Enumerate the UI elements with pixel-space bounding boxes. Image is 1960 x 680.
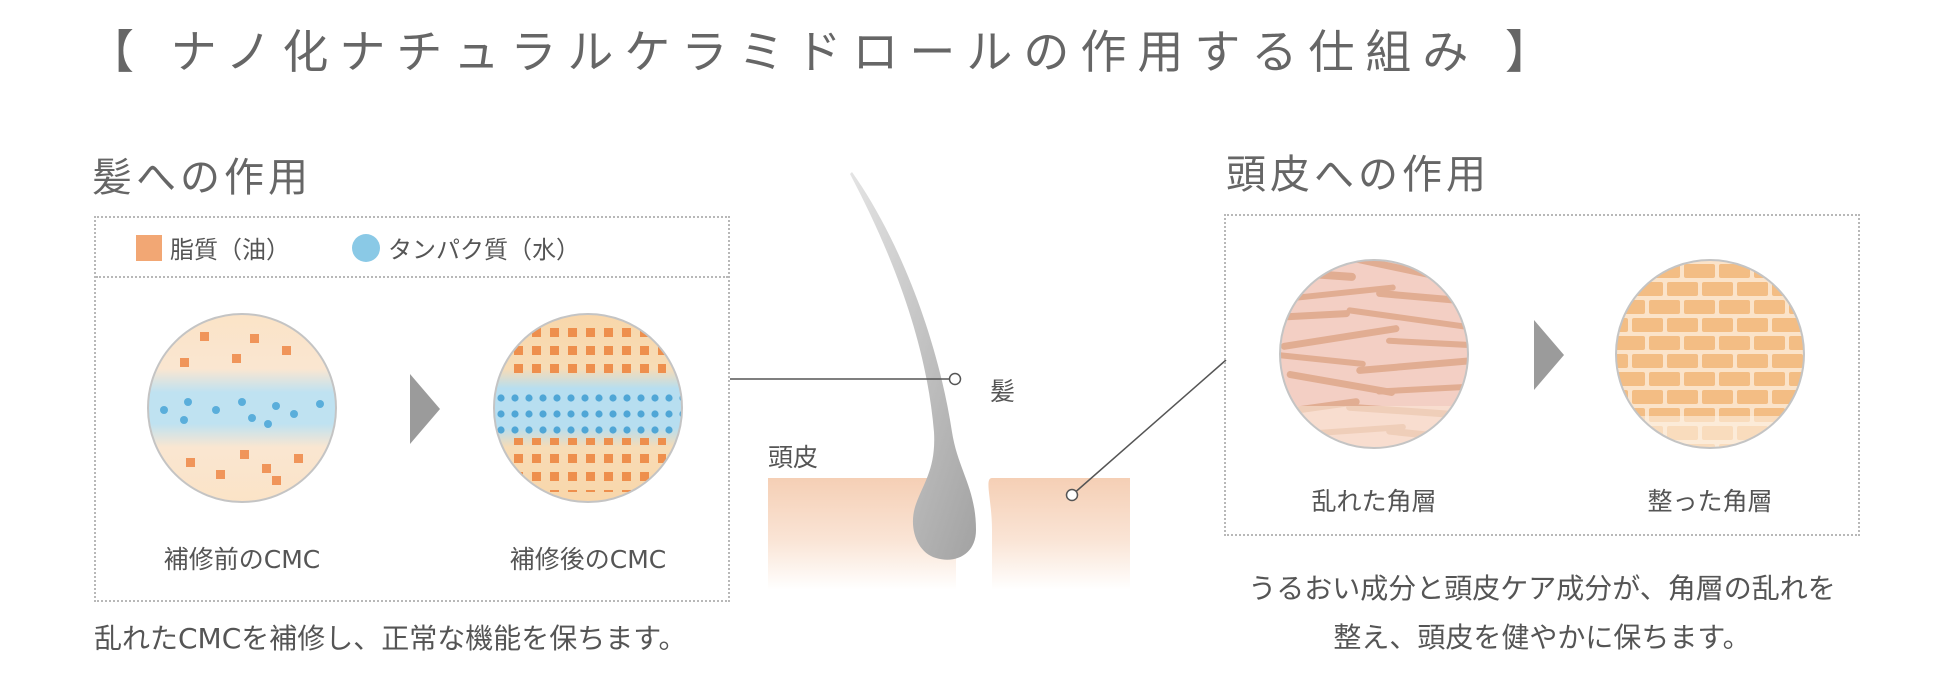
hair-diagram-box (94, 216, 730, 602)
legend-protein-label: タンパク質（水） (388, 236, 580, 264)
hair-label: 髪 (990, 377, 1016, 406)
legend-divider (96, 276, 728, 278)
hair-pointer-dot (948, 372, 962, 386)
cmc-after-label: 補修後のCMC (509, 545, 667, 574)
legend-lipid: 脂質（油） (136, 230, 290, 265)
protein-circle-icon (352, 233, 380, 262)
scalp-description-line-1: うるおい成分と頭皮ケア成分が、角層の乱れを (1248, 572, 1836, 605)
hair-strand-shape (850, 172, 976, 560)
scalp-description-line-2: 整え、頭皮を健やかに保ちます。 (1333, 621, 1751, 654)
scalp-diagram-box (1224, 214, 1860, 536)
scalp-pointer-dot (1065, 488, 1079, 502)
legend-protein: タンパク質（水） (352, 230, 580, 265)
page-title: 【 ナノ化ナチュラルケラミドロールの作用する仕組み 】 (88, 25, 1562, 79)
hair-scalp-illustration (730, 172, 1227, 590)
disordered-layer-label: 乱れた角層 (1311, 487, 1437, 516)
cmc-before-circle (147, 313, 337, 503)
scalp-description: うるおい成分と頭皮ケア成分が、角層の乱れを 整え、頭皮を健やかに保ちます。 (1224, 564, 1860, 662)
scalp-label: 頭皮 (768, 443, 819, 472)
hair-description: 乱れたCMCを補修し、正常な機能を保ちます。 (94, 622, 687, 655)
arrow-right-icon (410, 374, 440, 444)
lipid-square-icon (136, 234, 162, 261)
scalp-skin-shape (768, 478, 1130, 590)
orderly-layer-label: 整った角層 (1647, 487, 1773, 516)
scalp-section-heading: 頭皮への作用 (1226, 152, 1490, 198)
orderly-layer-circle (1615, 259, 1805, 449)
arrow-right-icon (1534, 320, 1564, 390)
scalp-leader-line (1071, 359, 1227, 496)
cmc-after-circle (493, 313, 683, 503)
cmc-before-label: 補修前のCMC (163, 545, 321, 574)
disordered-layer-circle (1279, 259, 1469, 449)
hair-section-heading: 髪への作用 (92, 155, 312, 201)
legend-lipid-label: 脂質（油） (170, 236, 290, 264)
